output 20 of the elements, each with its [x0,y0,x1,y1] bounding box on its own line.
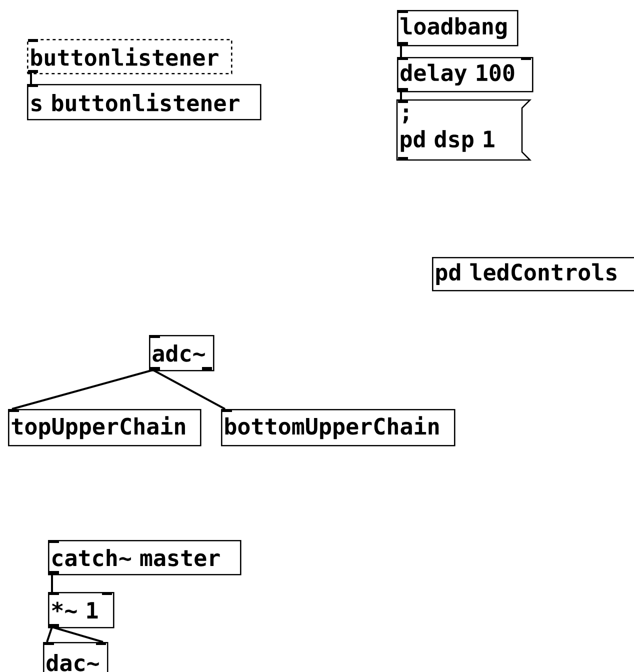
patch-cord [30,73,32,84]
message-box: ; pd dsp 1 [396,99,532,161]
patch-cord [400,45,402,57]
object-box: catch~ master [48,540,242,576]
object-box: s buttonlistener [27,84,262,120]
object-box: delay 100 [397,57,534,92]
object-box: *~ 1 [48,592,114,628]
patch-cord [152,369,226,410]
object-box: adc~ [149,335,214,372]
patch-cord [12,369,154,410]
patch-cord [46,626,53,642]
object-box: bottomUpperChain [221,409,456,446]
patch-cord [51,574,53,592]
patch-cord [52,626,104,643]
broken-object-box: buttonlistener [27,39,232,74]
object-box: loadbang [397,10,518,46]
object-box: dac~ [43,642,108,672]
object-box: topUpperChain [8,409,202,446]
patch-cord [400,91,402,100]
object-box: pd ledControls [432,257,634,292]
